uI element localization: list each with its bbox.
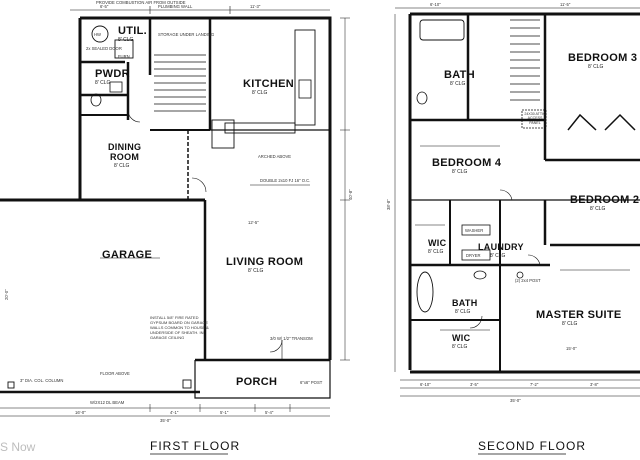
- furn-label: FURN: [118, 54, 130, 59]
- floor-above-note: FLOOR ABOVE: [100, 371, 130, 376]
- bedroom3-ceiling: 8' CLG: [588, 64, 604, 70]
- master-width-dim: 15'-0": [566, 346, 577, 351]
- dining-room-label-2: ROOM: [110, 152, 139, 162]
- first-floor-plan: [0, 6, 350, 417]
- porch-post-note: 6"x6" POST: [300, 380, 323, 385]
- sf-dim-top-b: 11'-5": [560, 2, 571, 7]
- sf-dim-bot-c: 7'-2": [530, 382, 539, 387]
- kitchen-ceiling: 8' CLG: [252, 90, 268, 96]
- kitchen-room-label: KITCHEN: [243, 78, 294, 90]
- living-ceiling: 8' CLG: [248, 268, 264, 274]
- porch-room-label: PORCH: [236, 376, 277, 388]
- laundry-label: LAUNDRY: [478, 242, 524, 252]
- laundry-ceiling: 8' CLG: [490, 253, 506, 259]
- master-bath-ceiling: 8' CLG: [455, 309, 471, 315]
- first-floor-title: FIRST FLOOR: [150, 439, 240, 453]
- master-suite-label: MASTER SUITE: [536, 309, 622, 321]
- sf-dim-top-a: 6'-10": [430, 2, 441, 7]
- wic-b-label: WIC: [452, 333, 471, 343]
- ff-dim-total: 35'-0": [160, 418, 171, 423]
- attic-note-box: 24X30 ATTIC ACCESS PANEL: [524, 112, 546, 125]
- sf-dim-bot-d: 3'-8": [590, 382, 599, 387]
- bedroom2-label: BEDROOM 2: [570, 194, 639, 206]
- ff-dim-top-b: 11'-3": [250, 4, 261, 9]
- pwdr-ceiling: 8' CLG: [95, 80, 111, 86]
- sf-dim-bot-a: 6'-10": [420, 382, 431, 387]
- garage-fire-note: INSTALL 5/8" FIRE RATED GYPSUM BOARD ON …: [150, 315, 209, 340]
- double-joist-note: DOUBLE 2x10 FJ 16" O.C.: [260, 178, 310, 183]
- master-bath-label: BATH: [452, 298, 478, 308]
- util-room-label: UTIL.: [118, 25, 147, 37]
- storage-note: STORAGE UNDER LANDING: [158, 32, 214, 37]
- transom-note: 3/0 W/ 1/2" TRANSOM: [270, 336, 313, 341]
- util-ceiling: 8' CLG: [118, 37, 134, 43]
- beam-note: W/2X12 DL BEAM: [90, 400, 125, 405]
- top-bath-ceiling: 8' CLG: [450, 81, 466, 87]
- sf-dim-total: 35'-0": [510, 398, 521, 403]
- first-floor-labels: PROVIDE COMBUSTION AIR FROM OUTSIDE PLUM…: [4, 0, 353, 455]
- bedroom3-label: BEDROOM 3: [568, 52, 637, 64]
- plumbing-note: PLUMBING WALL: [158, 4, 193, 9]
- wic-a-label: WIC: [428, 238, 447, 248]
- dining-room-label: DINING: [108, 142, 141, 152]
- second-floor-labels: 6'-10" 11'-5" BATH 8' CLG BEDROOM 3 8' C…: [386, 2, 639, 455]
- second-floor-plan: [394, 7, 640, 397]
- post-note: (2) 2x4 POST: [515, 278, 541, 283]
- sealed-door-note: 2x SEALED DOOR: [86, 46, 122, 51]
- ff-dim-bot-c: 5'-1": [220, 410, 229, 415]
- garage-room-label: GARAGE: [102, 249, 152, 261]
- hw-label: HW: [94, 32, 101, 37]
- ff-dim-bot-b: 4'-1": [170, 410, 179, 415]
- washer-label: WASHER: [465, 228, 483, 233]
- bedroom4-label: BEDROOM 4: [432, 157, 502, 169]
- garage-fire-note-box: INSTALL 5/8" FIRE RATED GYPSUM BOARD ON …: [150, 315, 209, 340]
- ff-dim-depth: 40'-8": [348, 189, 353, 200]
- combustion-note: PROVIDE COMBUSTION AIR FROM OUTSIDE: [96, 0, 186, 5]
- master-suite-ceiling: 8' CLG: [562, 321, 578, 327]
- wic-b-ceiling: 8' CLG: [452, 344, 468, 350]
- ff-dim-top-a: 6'-5": [100, 4, 109, 9]
- attic-access-note: 24X30 ATTIC ACCESS PANEL: [524, 112, 546, 125]
- column-note: 3" DIA. COL. COLUMN: [20, 378, 63, 383]
- bedroom4-ceiling: 8' CLG: [452, 169, 468, 175]
- sf-dim-bot-b: 3'-5": [470, 382, 479, 387]
- watermark-text: S Now: [0, 440, 36, 454]
- ff-dim-garage: 20'-0": [4, 289, 9, 300]
- top-bath-label: BATH: [444, 69, 475, 81]
- sf-dim-depth: 38'-8": [386, 199, 391, 210]
- second-floor-title: SECOND FLOOR: [478, 439, 586, 453]
- ff-dim-bot-a: 16'-0": [75, 410, 86, 415]
- dryer-label: DRYER: [466, 253, 481, 258]
- bedroom2-ceiling: 8' CLG: [590, 206, 606, 212]
- dining-ceiling: 8' CLG: [114, 163, 130, 169]
- living-room-label: LIVING ROOM: [226, 256, 303, 268]
- arched-note: ARCHED ABOVE: [258, 154, 291, 159]
- ff-dim-bot-d: 5'-4": [265, 410, 274, 415]
- pwdr-room-label: PWDR: [95, 68, 130, 80]
- living-width-dim: 12'-5": [248, 220, 259, 225]
- wic-a-ceiling: 8' CLG: [428, 249, 444, 255]
